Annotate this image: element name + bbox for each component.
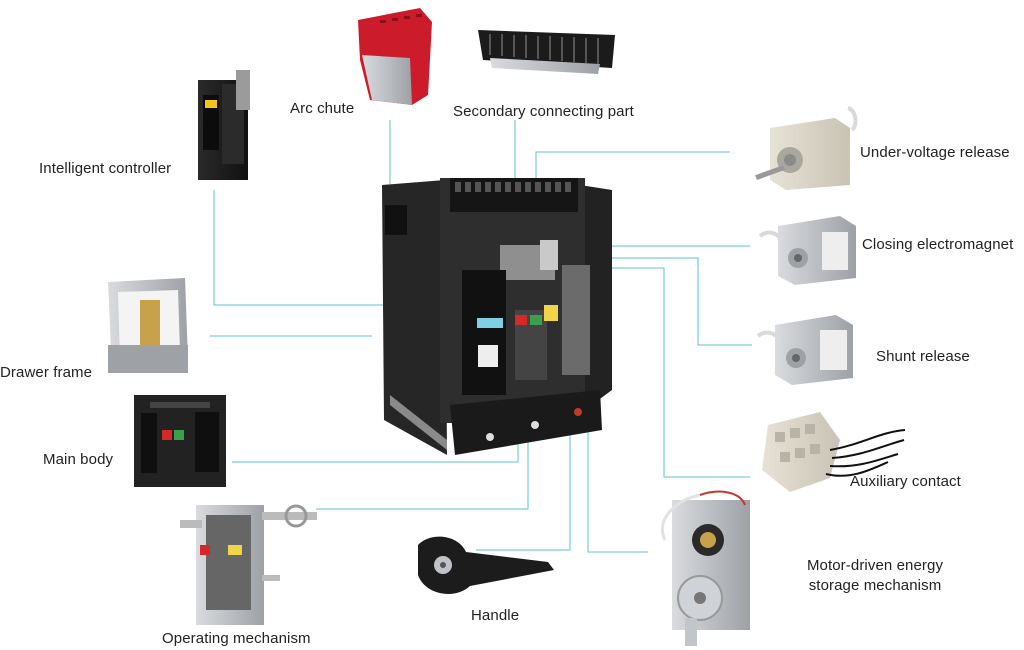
label-operating-mechanism: Operating mechanism <box>162 630 311 647</box>
operating-mechanism-illustration <box>180 504 317 625</box>
intelligent-controller-illustration <box>198 70 250 180</box>
leader-shunt-release <box>570 257 752 346</box>
arc-chute-illustration <box>358 8 432 105</box>
label-motor-driven-energy-storage: Motor-driven energy storage mechanism <box>795 556 955 596</box>
closing-electromagnet-illustration <box>758 216 856 285</box>
handle-illustration <box>418 536 554 594</box>
label-handle: Handle <box>471 607 520 624</box>
label-main-body: Main body <box>43 451 114 468</box>
drawer-frame-illustration <box>108 278 188 373</box>
label-secondary-connecting-part: Secondary connecting part <box>453 103 634 120</box>
under-voltage-illustration <box>755 106 858 190</box>
shunt-release-illustration <box>756 315 853 385</box>
main-body-illustration <box>134 395 226 487</box>
label-arc-chute: Arc chute <box>290 100 355 117</box>
label-intelligent-controller: Intelligent controller <box>39 160 172 177</box>
leader-lines <box>210 120 752 553</box>
auxiliary-contact-illustration <box>762 412 906 492</box>
label-under-voltage-release: Under-voltage release <box>860 144 1010 161</box>
central-breaker-illustration <box>382 178 612 455</box>
motor-mechanism-illustration <box>661 490 750 646</box>
leader-handle <box>476 423 571 551</box>
label-closing-electromagnet: Closing electromagnet <box>862 236 1014 253</box>
secondary-connecting-illustration <box>478 30 615 74</box>
label-auxiliary-contact: Auxiliary contact <box>850 473 961 490</box>
label-motor-line1: Motor-driven energy <box>806 557 944 574</box>
leader-auxiliary-contact <box>574 267 750 478</box>
leader-operating-mechanism <box>316 414 529 510</box>
label-motor-line2: storage mechanism <box>808 577 942 594</box>
label-shunt-release: Shunt release <box>876 348 970 365</box>
leader-motor-driven <box>587 420 648 553</box>
label-drawer-frame: Drawer frame <box>0 364 93 381</box>
